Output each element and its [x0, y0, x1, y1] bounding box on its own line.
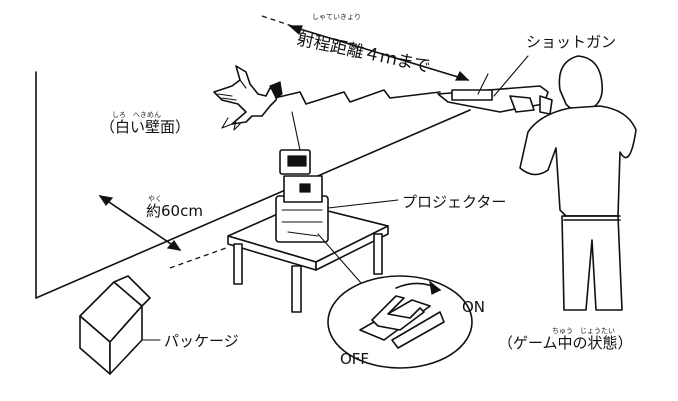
projector-device: [275, 149, 329, 243]
wall-floor-edge: [35, 109, 471, 299]
projection-line: [291, 111, 301, 151]
lightning-beam: [265, 89, 441, 105]
distance-label: 約60cm: [146, 202, 203, 220]
package-box: [79, 275, 161, 375]
switch-off-label: OFF: [340, 350, 369, 368]
switch-on-label: ON: [462, 298, 485, 316]
player-figure: [437, 55, 637, 311]
power-switch-detail: [327, 275, 473, 369]
range-arrow: [261, 15, 470, 81]
projector-label: プロジェクター: [402, 193, 506, 211]
package-label: パッケージ: [164, 332, 239, 350]
duck-image: [213, 65, 283, 131]
shotgun-leader: [493, 55, 529, 97]
distance-arrow: [98, 195, 227, 269]
wall-label: （白い壁面）: [100, 118, 190, 136]
wall-outline: [35, 71, 471, 299]
state-ruby: ちゅう じょうたい: [552, 327, 615, 335]
range-ruby: しゃていきょり: [312, 13, 361, 21]
distance-ruby: やく: [148, 195, 162, 203]
state-label: （ゲーム中の状態）: [498, 334, 633, 352]
projector-leader: [327, 199, 399, 209]
shotgun-label: ショットガン: [526, 33, 616, 51]
range-label: 射程距離４ｍまで: [295, 29, 432, 77]
wall-ruby: しろ へきめん: [112, 111, 161, 119]
